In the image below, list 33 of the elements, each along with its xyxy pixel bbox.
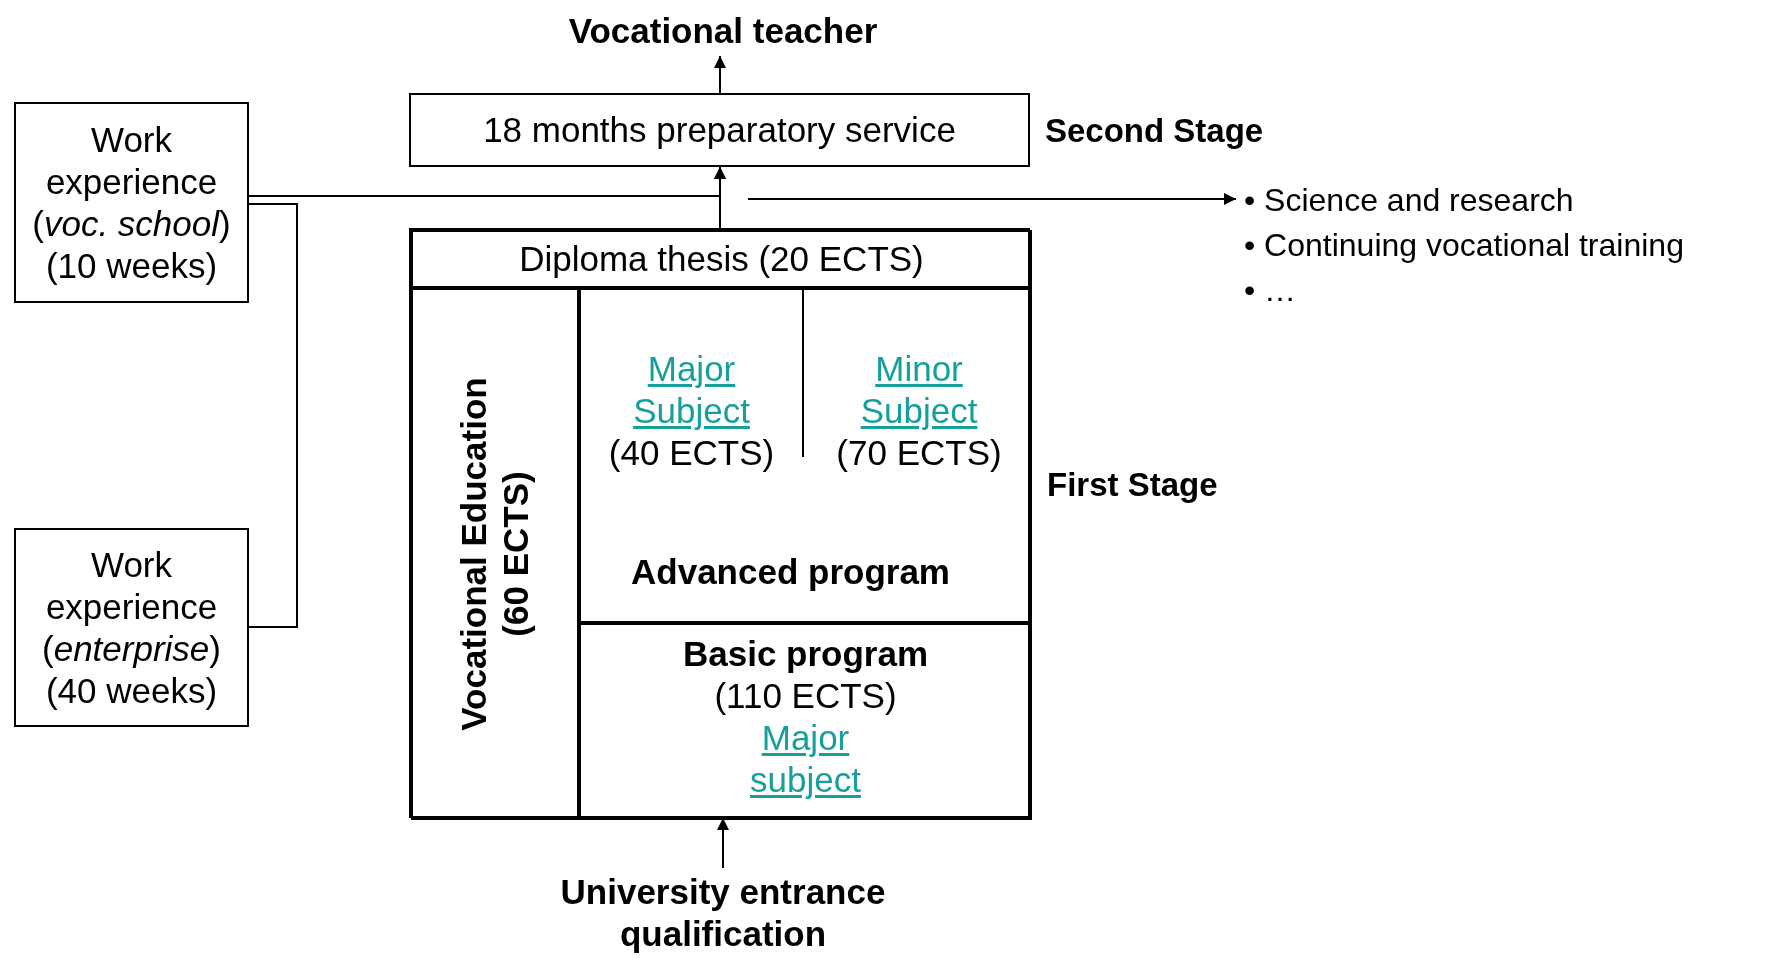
heading-text: Basic program <box>681 633 930 675</box>
box-text: 18 months preparatory service <box>482 109 957 151</box>
arrow <box>717 817 729 869</box>
box-text: Work experience (enterprise) (40 weeks) <box>41 543 222 712</box>
credit-text: (70 ECTS) <box>835 432 1003 474</box>
heading-text: Vocational teacher <box>567 10 879 52</box>
process-box <box>411 230 1032 288</box>
stage-frame <box>409 228 1030 818</box>
box-text: Diploma thesis (20 ECTS) <box>518 238 925 280</box>
process-box <box>14 528 249 727</box>
credit-text: (40 ECTS) <box>607 432 776 474</box>
box-text: Work experience (voc. school) (10 weeks) <box>31 118 232 287</box>
arrow <box>747 193 1237 205</box>
connector-line <box>248 203 298 628</box>
program-box <box>579 623 1032 820</box>
column-box <box>411 288 579 820</box>
heading-text: Advanced program <box>630 551 951 593</box>
arrow <box>248 166 726 197</box>
credit-text: (110 ECTS) <box>713 675 898 717</box>
list-item: • Science and research <box>1244 181 1575 220</box>
list-item: • … <box>1244 270 1298 310</box>
link: Major Subject <box>632 348 751 432</box>
program-box <box>579 288 1032 623</box>
link: Major subject <box>749 717 862 801</box>
process-box <box>14 102 249 303</box>
heading-text: University entrance qualification <box>559 871 887 955</box>
arrow <box>714 55 726 94</box>
stage-label: Second Stage <box>1045 112 1264 150</box>
link: Minor Subject <box>859 348 979 432</box>
process-box <box>409 93 1030 167</box>
list-item: • Continuing vocational training <box>1244 225 1685 265</box>
stage-label: First Stage <box>1047 466 1218 504</box>
rotated-heading: Vocational Education (60 ECTS) <box>453 376 536 733</box>
